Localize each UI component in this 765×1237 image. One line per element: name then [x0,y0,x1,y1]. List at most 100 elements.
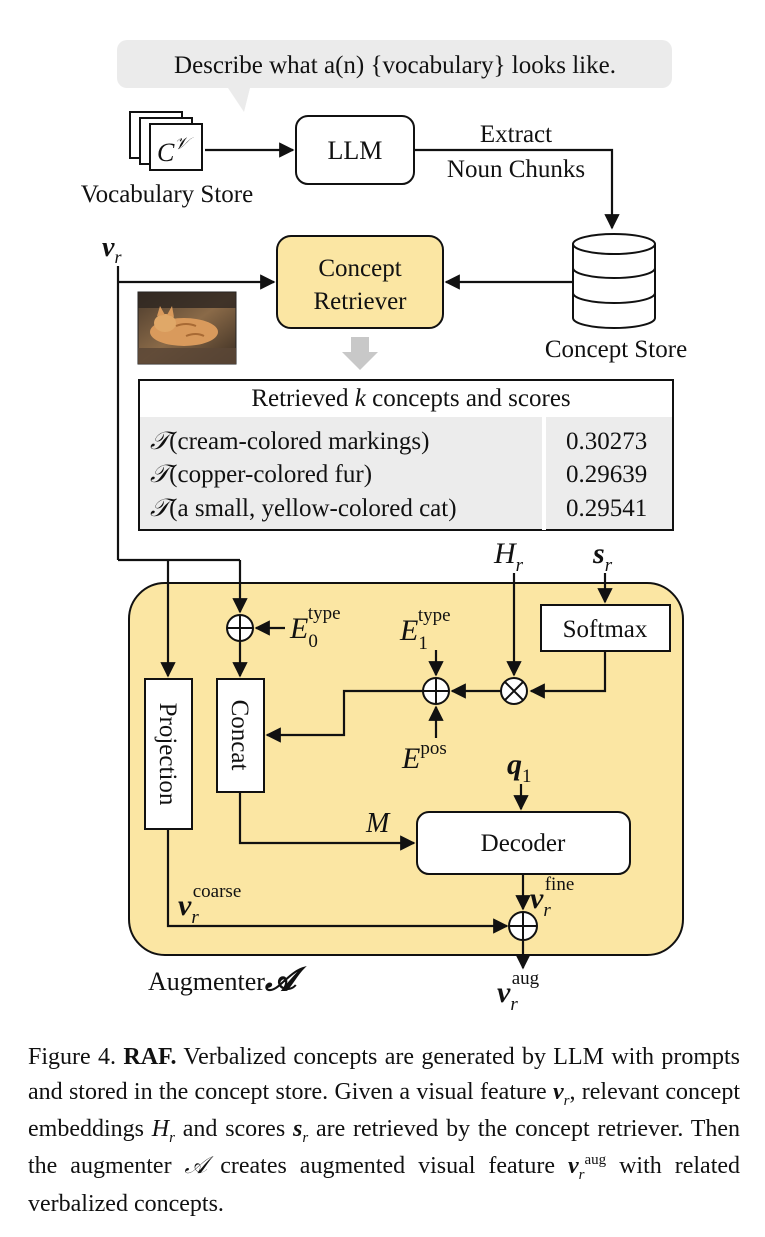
vocabulary-store-label: Vocabulary Store [81,181,253,208]
vfine-sub: r [543,900,551,921]
svg-text:𝒯(a small, yellow-colored cat: 𝒯(a small, yellow-colored cat) [150,495,457,522]
concept-store-label: Concept Store [545,336,687,363]
cat-image [137,291,237,365]
caption-s: s [292,1115,303,1142]
svg-text:Augmenter𝓐: Augmenter𝓐 [148,961,307,997]
caption-p6: with related verbalized concepts. [28,1153,741,1217]
vaug-sub: r [510,994,518,1015]
vfine-base: v [530,882,544,915]
q1-sub: 1 [522,766,532,787]
softmax-box: Softmax [540,604,671,652]
e1-base: E [399,614,418,647]
vocabulary-store-icon: C𝒱 [129,111,203,171]
svg-text:Epos: Epos [401,738,447,775]
caption-h-r: r [169,1129,175,1146]
sr-sub: r [605,555,613,576]
vr-base: v [102,232,115,263]
svg-text:Retrieved k concepts and score: Retrieved k concepts and scores [251,385,570,412]
arrow-plus1-to-concat [265,689,423,743]
caption-p1: Verbalized concepts are generated by LLM… [28,1044,741,1105]
e0-sup: type [308,603,341,624]
svg-text:Hr: Hr [493,537,524,576]
decoder-box: Decoder [416,811,631,875]
retriever-line1: Concept [318,255,401,282]
table-header-pre: Retrieved [251,385,354,412]
plus-node-e1 [422,677,450,705]
vcoarse-sub: r [191,907,199,928]
hr-sub: r [516,555,524,576]
table-header-post: concepts and scores [366,385,571,412]
row-concept: (a small, yellow-colored cat) [169,495,456,522]
caption-aug: aug [584,1152,607,1169]
epos-base: E [401,742,420,775]
e0-base: E [289,612,308,645]
row-score: 0.30273 [566,428,647,455]
caption-v: v [552,1078,564,1105]
svg-text:vrfine: vr fine [530,874,574,921]
e1-sub: 1 [418,633,428,654]
row-score: 0.29541 [566,495,647,522]
svg-text:sr: sr [592,537,613,576]
llm-box: LLM [295,115,415,185]
raf-diagram: Describe what a(n) {vocabulary} looks li… [81,40,687,1015]
vr-sub: r [114,247,122,267]
caption-r: r [563,1092,570,1109]
arrow-llm-to-concept-store [414,148,620,230]
concept-retriever-box: Concept Retriever [276,235,444,329]
retriever-line2: Retriever [313,288,407,315]
vfine-sup: fine [545,874,575,895]
retrieved-concepts-table: Retrieved k concepts and scores 𝒯(cream-… [138,379,674,531]
projection-label: Projection [154,703,181,806]
extract-line2: Noun Chunks [447,156,585,183]
augmenter-symbol: 𝓐 [264,961,307,997]
caption-fig: Figure 4. [28,1044,124,1070]
caption-a: 𝒜 [184,1153,208,1180]
hr-base: H [493,537,518,570]
e0-sub: 0 [308,631,318,652]
q1-base: q [507,748,522,781]
plus-node-final [508,911,538,941]
m-label: M [365,808,391,839]
caption-h: H [151,1115,170,1142]
prompt-bubble: Describe what a(n) {vocabulary} looks li… [117,40,672,112]
augmenter-label: Augmenter [148,967,265,996]
table-row: 𝒯(a small, yellow-colored cat) 0.29541 [150,495,647,522]
vaug-base: v [497,976,511,1009]
arrow-concat-to-decoder [238,792,416,851]
row-concept: (copper-colored fur) [169,461,372,488]
prompt-text: Describe what a(n) {vocabulary} looks li… [174,52,616,79]
llm-label: LLM [328,136,383,165]
table-row: 𝒯(copper-colored fur) 0.29639 [150,461,647,488]
svg-text:𝒯(cream-colored markings): 𝒯(cream-colored markings) [150,428,429,455]
caption-p5: creates augmented visual feature [207,1153,568,1180]
e1-sup: type [418,605,451,626]
concat-box: Concat [216,678,265,793]
svg-text:vr: vr [102,232,122,267]
decoder-label: Decoder [481,830,566,857]
retrieval-down-arrow [342,337,378,370]
projection-box: Projection [144,678,193,830]
caption-bold: RAF. [123,1044,177,1070]
softmax-label: Softmax [563,616,648,643]
caption-p4: are retrieved by the concept retriever. … [28,1115,741,1180]
caption-s-r: r [302,1129,309,1146]
concept-store-db-icon [572,233,656,329]
vocab-symbol: C [157,138,175,167]
concat-label: Concat [226,700,253,771]
arrow-projection-to-plus [166,829,509,934]
row-concept: (cream-colored markings) [169,428,429,455]
svg-text:q1: q1 [507,748,532,787]
times-node [500,677,528,705]
arrow-softmax-to-times [529,651,607,699]
extract-line1: Extract [480,121,552,148]
vcoarse-sup: coarse [193,881,242,902]
epos-sup: pos [420,738,446,759]
sr-base: s [592,537,605,570]
caption-p2: , relevant concept embeddings [28,1078,740,1142]
row-score: 0.29639 [566,461,647,488]
caption-v2-r: r [578,1167,585,1184]
vaug-sup: aug [512,968,540,989]
svg-text:vrcoarse: vrcoarse [178,881,241,928]
caption-v2: v [567,1153,579,1180]
svg-text:E0type: E0 type [289,603,341,652]
